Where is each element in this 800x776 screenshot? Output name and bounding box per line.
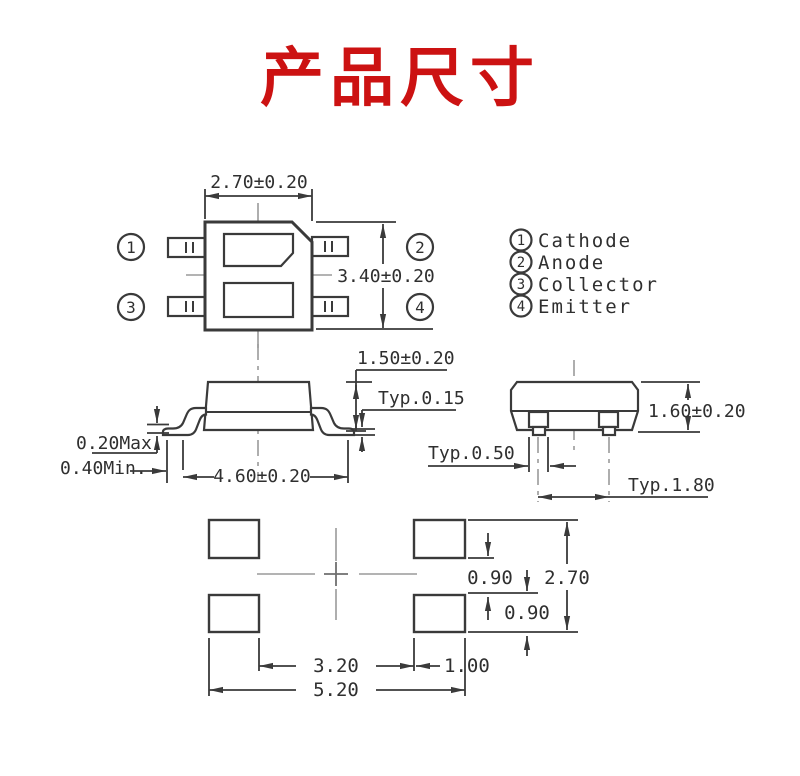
pin-circle-1 bbox=[116, 232, 146, 262]
lead-tick-marks bbox=[185, 241, 333, 312]
dim-end-height: 1.60±0.20 bbox=[648, 401, 746, 422]
pin-number-4: 4 bbox=[415, 298, 425, 317]
dim-body-height: 3.40±0.20 bbox=[337, 266, 435, 287]
dim-lead-thickness: Typ.0.15 bbox=[378, 388, 465, 409]
dim-body-width: 2.70±0.20 bbox=[210, 172, 308, 193]
dim-standoff-group: 0.20Max. bbox=[76, 406, 169, 454]
pin-number-3: 3 bbox=[126, 298, 136, 317]
dim-lead-span: 4.60±0.20 bbox=[213, 466, 311, 487]
legend-num-2: 2 bbox=[517, 255, 525, 271]
legend-label-collector: Collector bbox=[538, 274, 659, 296]
page-title: 产品尺寸 bbox=[260, 42, 540, 116]
pad-vertical-dims: 0.90 0.90 2.70 bbox=[467, 519, 590, 656]
dim-pad-gap-x: 3.20 bbox=[313, 655, 359, 677]
pin-number-2: 2 bbox=[415, 238, 425, 257]
centerline bbox=[257, 528, 417, 620]
pin-number-1: 1 bbox=[126, 238, 136, 257]
solder-pads bbox=[207, 518, 467, 634]
dim-standoff: 0.20Max. bbox=[76, 433, 163, 454]
dim-span-group: 4.60±0.20 bbox=[183, 466, 348, 487]
pad-bottom-left bbox=[207, 593, 261, 634]
pad-top-right bbox=[412, 518, 467, 560]
legend-num-3: 3 bbox=[517, 277, 525, 293]
dim-overall-width: 5.20 bbox=[313, 679, 359, 701]
legend-label-cathode: Cathode bbox=[538, 230, 632, 252]
center-cross bbox=[324, 562, 348, 586]
pin-legend: 1 Cathode 2 Anode 3 Collector 4 Emitter bbox=[509, 228, 659, 318]
front-body bbox=[202, 380, 315, 432]
pin-circle-3 bbox=[116, 292, 146, 322]
end-view: 1.60±0.20 Typ.0.50 Typ.1.80 bbox=[428, 360, 746, 502]
detector-window bbox=[222, 281, 295, 319]
legend-label-anode: Anode bbox=[538, 252, 605, 274]
pad-horizontal-dims: 3.20 1.00 5.20 bbox=[208, 638, 490, 701]
legend-num-1: 1 bbox=[517, 233, 525, 249]
legend-num-4: 4 bbox=[517, 299, 525, 315]
dim-pad-height-bottom: 0.90 bbox=[504, 602, 550, 624]
land-pattern: 0.90 0.90 2.70 3.20 1.00 5.20 bbox=[207, 518, 590, 701]
dim-foot-length: 0.40Min. bbox=[60, 458, 147, 479]
extension-lines bbox=[316, 221, 433, 330]
dim-end-height-group: 1.60±0.20 bbox=[638, 381, 746, 433]
pad-top-left bbox=[207, 518, 261, 560]
dim-front-height: 1.50±0.20 bbox=[357, 348, 455, 369]
pin-balloons: 1 2 3 4 bbox=[116, 232, 435, 322]
pin-circle-4 bbox=[405, 292, 435, 322]
dim-lead-width-group: Typ.0.50 bbox=[428, 437, 576, 472]
gull-wing-lead-left bbox=[161, 406, 208, 437]
top-view-leads bbox=[166, 235, 350, 318]
legend-label-emitter: Emitter bbox=[538, 296, 632, 318]
dim-lead-width: Typ.0.50 bbox=[428, 443, 515, 464]
dim-overall-height: 2.70 bbox=[544, 567, 590, 589]
emitter-window bbox=[222, 232, 295, 268]
dim-pad-height-top: 0.90 bbox=[467, 567, 513, 589]
pin-circle-2 bbox=[405, 232, 435, 262]
top-view: 2.70±0.20 1 2 3 4 bbox=[116, 172, 435, 348]
front-view: 0.20Max. 0.40Min. 4.60±0.20 1.50±0.20 bbox=[60, 344, 465, 487]
pad-bottom-right bbox=[412, 593, 467, 634]
dim-foot-group: 0.40Min. bbox=[60, 440, 349, 483]
dim-lead-pitch: Typ.1.80 bbox=[628, 475, 715, 496]
dim-height-group: 1.50±0.20 bbox=[346, 348, 455, 432]
legend-circle-4 bbox=[509, 294, 533, 318]
dim-lead-pitch-group: Typ.1.80 bbox=[538, 475, 715, 501]
dim-pad-width: 1.00 bbox=[444, 655, 490, 677]
end-view-leads bbox=[527, 410, 620, 437]
dim-lead-thickness-group: Typ.0.15 bbox=[351, 388, 465, 452]
